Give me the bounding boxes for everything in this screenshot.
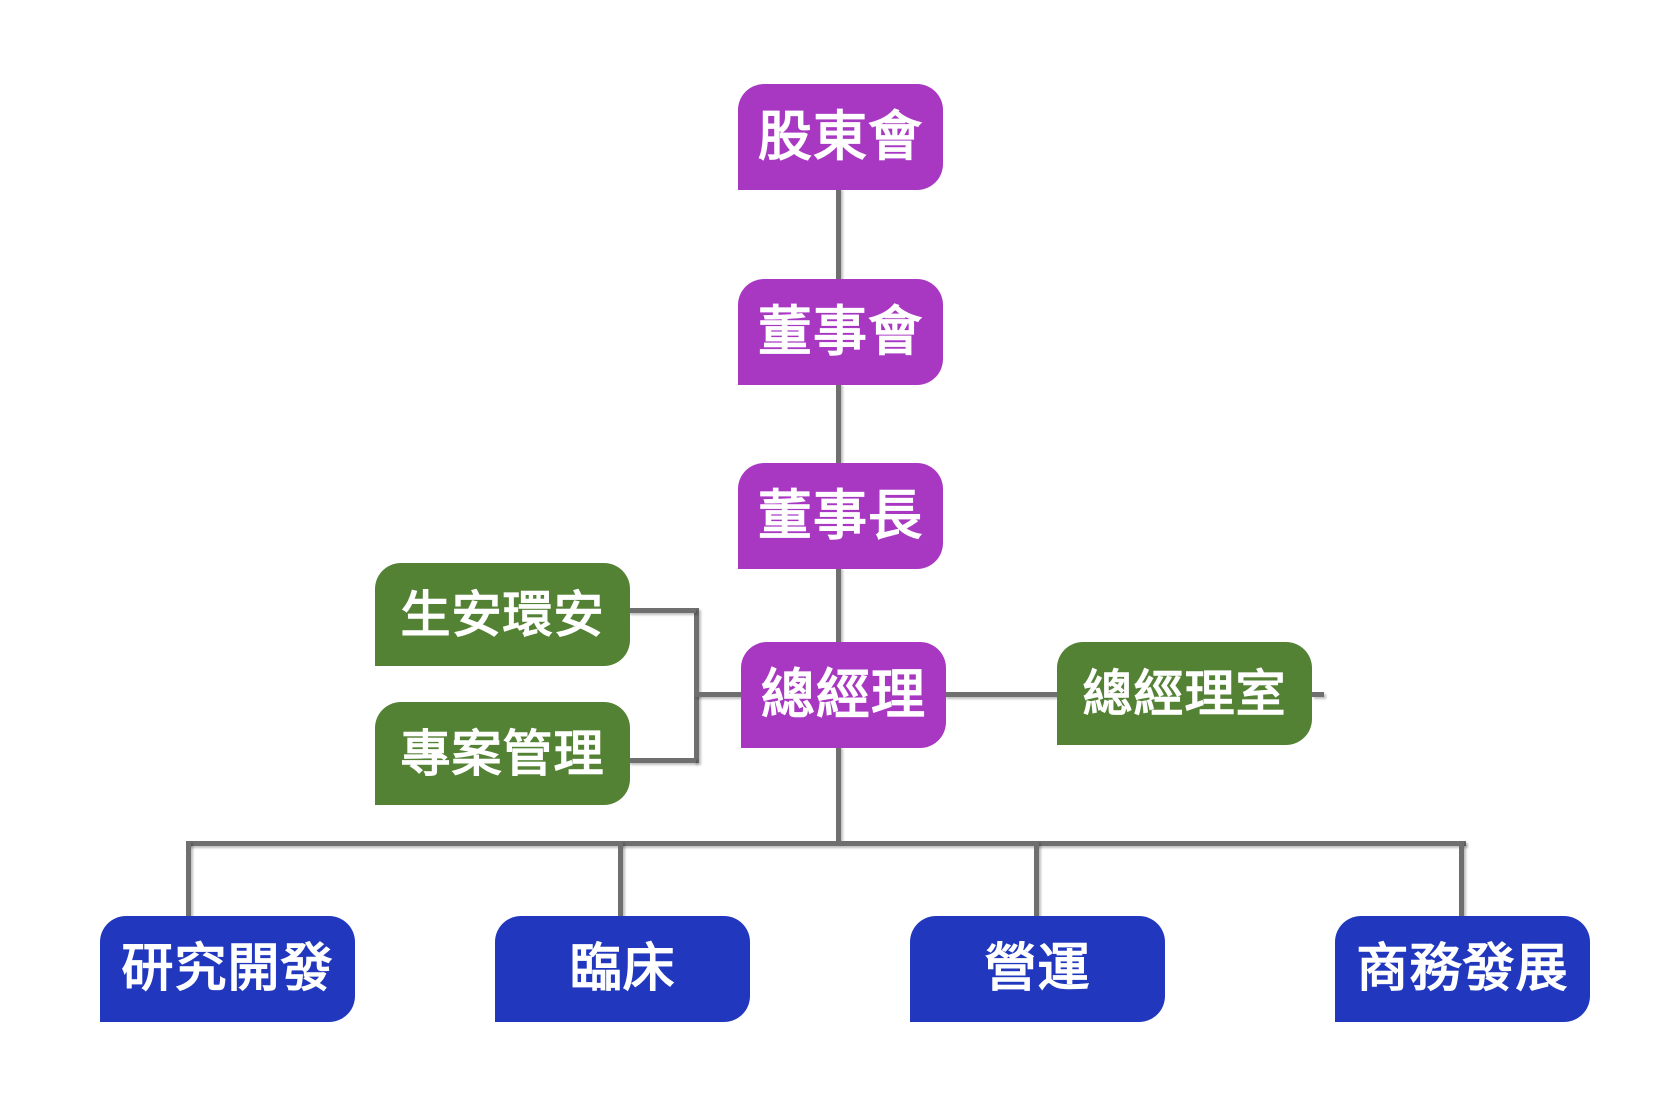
node-shareholders-meeting: 股東會 — [738, 84, 943, 190]
connector-board-chairman — [836, 383, 841, 465]
node-label: 生安環安 — [400, 585, 605, 644]
node-business-development: 商務發展 — [1335, 916, 1590, 1022]
node-label: 商務發展 — [1356, 939, 1569, 999]
connector-chairman-gm — [836, 567, 841, 644]
connector-project-mgmt-branch — [628, 758, 696, 763]
node-label: 專案管理 — [400, 724, 605, 783]
connector-gm-office-right-stub — [1312, 692, 1324, 697]
node-label: 總經理室 — [1082, 664, 1287, 723]
node-label: 研究開發 — [121, 939, 334, 999]
node-biosafety-env-safety: 生安環安 — [375, 563, 630, 666]
connector-biosafety-branch — [628, 608, 696, 613]
connector-bottom-row-bus — [186, 841, 1466, 846]
node-label: 董事會 — [757, 300, 924, 363]
connector-gm-bottom-row — [836, 746, 841, 843]
node-gm-office: 總經理室 — [1057, 642, 1312, 745]
node-operations: 營運 — [910, 916, 1165, 1022]
node-board-of-directors: 董事會 — [738, 279, 943, 385]
connector-shareholders-board — [836, 188, 841, 281]
node-clinical: 臨床 — [495, 916, 750, 1022]
node-label: 營運 — [984, 939, 1091, 999]
node-general-manager: 總經理 — [741, 642, 946, 748]
node-label: 總經理 — [760, 663, 927, 726]
connector-stub-operations — [1034, 841, 1039, 918]
connector-left-branch-vertical — [694, 608, 699, 763]
connector-gm-gm-office — [944, 692, 1059, 697]
connector-stub-rnd — [186, 841, 191, 918]
connector-stub-clinical — [618, 841, 623, 918]
node-label: 董事長 — [757, 484, 924, 547]
connector-left-branch-to-gm — [694, 692, 744, 697]
node-project-management: 專案管理 — [375, 702, 630, 805]
node-label: 臨床 — [569, 939, 676, 999]
node-chairman: 董事長 — [738, 463, 943, 569]
node-label: 股東會 — [757, 105, 924, 168]
connector-stub-bizdev — [1459, 841, 1464, 918]
node-research-development: 研究開發 — [100, 916, 355, 1022]
